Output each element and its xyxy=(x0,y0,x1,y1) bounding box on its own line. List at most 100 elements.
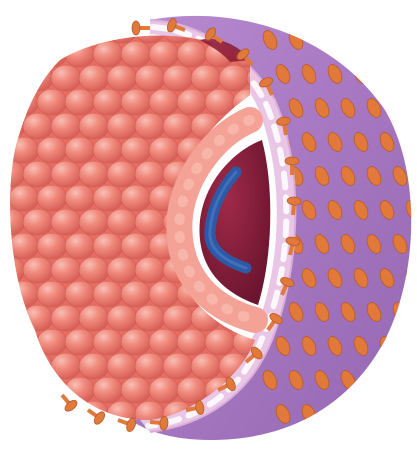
surface-spike xyxy=(390,96,409,119)
capsomere-bead xyxy=(121,233,151,259)
capsomere-bead xyxy=(65,185,95,211)
capsomere-bead xyxy=(149,41,179,67)
capsomere-bead xyxy=(51,305,81,331)
surface-spike xyxy=(403,62,417,85)
capsomere-bead xyxy=(177,89,207,115)
capsomere-bead xyxy=(93,425,123,450)
capsomere-bead xyxy=(149,377,179,403)
capsomere-bead xyxy=(0,65,25,91)
capsomere-bead xyxy=(121,377,151,403)
capsomere-bead xyxy=(163,113,193,139)
capsomere-bead xyxy=(37,281,67,307)
capsomere-bead xyxy=(9,425,39,450)
capsomere-bead xyxy=(51,257,81,283)
capsomere-bead xyxy=(65,233,95,259)
capsomere-bead xyxy=(149,137,179,163)
surface-spike xyxy=(351,402,370,425)
capsomere-bead xyxy=(107,305,137,331)
capsomere-bead xyxy=(9,89,39,115)
surface-spike xyxy=(390,28,409,51)
capsomere-bead xyxy=(135,209,165,235)
capsomere-bead xyxy=(219,65,249,91)
capsomere-bead xyxy=(37,137,67,163)
capsomere-bead xyxy=(107,209,137,235)
capsomere-bead xyxy=(149,329,179,355)
surface-spike xyxy=(403,334,417,357)
capsomere-bead xyxy=(37,425,67,450)
capsomere-bead xyxy=(163,65,193,91)
capsomere-bead xyxy=(9,137,39,163)
capsomere-bead xyxy=(51,161,81,187)
capsomere-bead xyxy=(9,233,39,259)
capsomere-bead xyxy=(79,353,109,379)
envelope-spike xyxy=(132,21,150,35)
capsomere-bead xyxy=(0,17,25,43)
capsomere-bead xyxy=(23,113,53,139)
capsomere-bead xyxy=(65,41,95,67)
surface-spike xyxy=(403,402,417,425)
capsomere-bead xyxy=(79,65,109,91)
surface-spike xyxy=(377,402,396,425)
capsomere-bead xyxy=(93,233,123,259)
surface-spike xyxy=(338,28,357,51)
capsomere-bead xyxy=(107,113,137,139)
capsomere-bead xyxy=(177,41,207,67)
capsomere-bead xyxy=(79,209,109,235)
capsomere-bead xyxy=(37,185,67,211)
capsomere-bead xyxy=(177,377,207,403)
capsomere-bead xyxy=(23,353,53,379)
capsomere-bead xyxy=(65,425,95,450)
capsomere-bead xyxy=(93,185,123,211)
capsomere-bead xyxy=(121,89,151,115)
capsomere-bead xyxy=(51,113,81,139)
capsomere-bead xyxy=(65,137,95,163)
capsomere-bead xyxy=(37,89,67,115)
capsomere-bead xyxy=(93,137,123,163)
capsomere-bead xyxy=(205,329,235,355)
surface-spike xyxy=(403,130,417,153)
capsomere-bead xyxy=(79,305,109,331)
capsomere-bead xyxy=(135,257,165,283)
capsomere-bead xyxy=(37,377,67,403)
capsomere-bead xyxy=(9,185,39,211)
capsomere-bead xyxy=(93,89,123,115)
surface-spike xyxy=(364,368,383,391)
capsomere-bead xyxy=(23,257,53,283)
surface-spike xyxy=(325,402,344,425)
capsomere-bead xyxy=(65,281,95,307)
capsomere-bead xyxy=(135,353,165,379)
surface-spike xyxy=(364,28,383,51)
surface-spike xyxy=(390,368,409,391)
capsomere-bead xyxy=(163,353,193,379)
capsomere-bead xyxy=(37,329,67,355)
capsomere-bead xyxy=(65,329,95,355)
capsomere-bead xyxy=(191,353,221,379)
capsomere-bead xyxy=(121,281,151,307)
capsomere-bead xyxy=(149,281,179,307)
capsomere-bead xyxy=(121,185,151,211)
capsomere-bead xyxy=(23,209,53,235)
capsomere-bead xyxy=(135,305,165,331)
capsomere-bead xyxy=(37,233,67,259)
capsomere-bead xyxy=(79,161,109,187)
capsomere-bead xyxy=(93,281,123,307)
capsomere-bead xyxy=(9,41,39,67)
capsomere-bead xyxy=(23,305,53,331)
capsomere-bead xyxy=(79,257,109,283)
capsomere-bead xyxy=(65,377,95,403)
capsomere-bead xyxy=(0,305,25,331)
envelope-spike xyxy=(57,391,79,414)
capsomere-bead xyxy=(79,113,109,139)
capsomere-bead xyxy=(205,89,235,115)
capsomere-bead xyxy=(23,401,53,427)
capsomere-bead xyxy=(93,377,123,403)
capsomere-bead xyxy=(51,17,81,43)
capsomere-bead xyxy=(0,401,25,427)
capsomere-bead xyxy=(107,161,137,187)
capsomere-bead xyxy=(149,89,179,115)
capsomere-bead xyxy=(163,305,193,331)
capsomere-bead xyxy=(93,41,123,67)
capsomere-bead xyxy=(107,257,137,283)
capsomere-bead xyxy=(107,353,137,379)
